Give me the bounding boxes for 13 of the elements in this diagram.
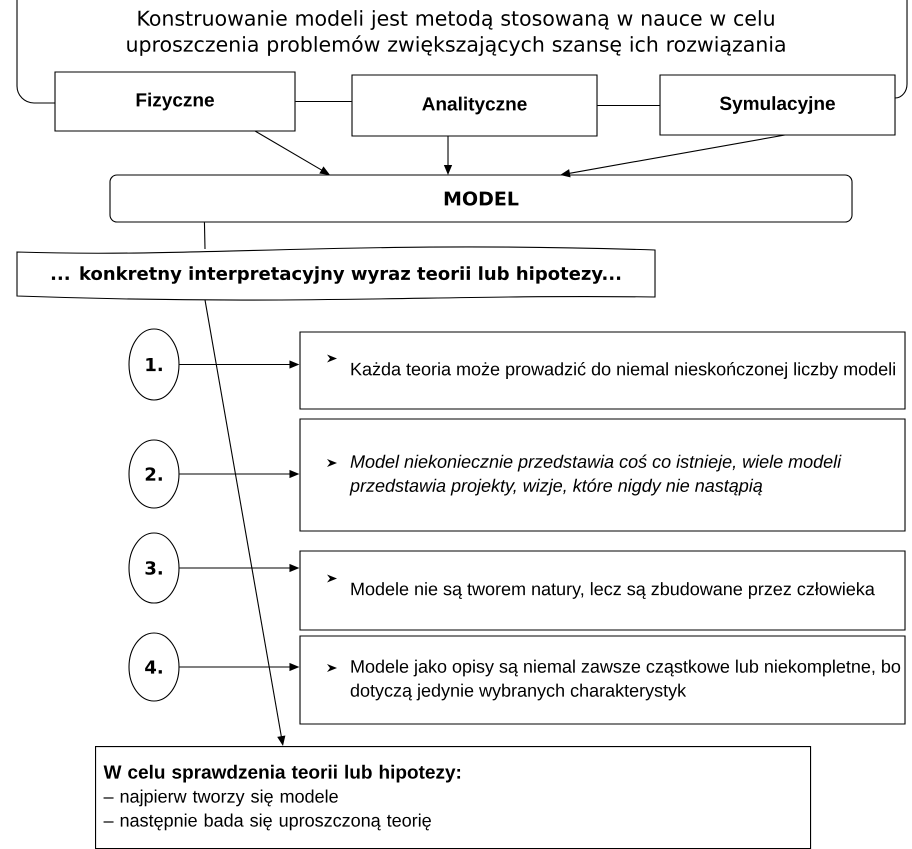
text-box: Modele nie są tworem natury, lecz są zbudowane przez człowieka [299, 550, 906, 631]
category-box: Analityczne [351, 74, 598, 137]
text-box: Model niekoniecznie przedstawia coś co istnieje, wiele modeli przedstawia projekty, wizje, które nigdy nie nastąpią [299, 418, 906, 532]
text-box: W celu sprawdzenia teorii lub hipotezy: – najpierw tworzy się modele – następnie bada się uproszczoną teorię [95, 746, 812, 849]
text-box: Każda teoria może prowadzić do niemal nieskończonej liczby modeli [299, 331, 906, 410]
banner-box: ... konkretny interpretacyjny wyraz teorii lub hipotezy... [16, 246, 656, 301]
category-box: Fizyczne [54, 71, 296, 132]
text-box: Modele jako opisy są niemal zawsze cząstkowe lub niekompletne, bo dotyczą jedynie wybranych charakterystyk [299, 635, 906, 725]
rounded-box: MODEL [109, 174, 853, 223]
category-box: Symulacyjne [659, 74, 896, 136]
connector-line [204, 222, 206, 250]
connector-line [296, 100, 352, 102]
connector-line [598, 104, 660, 106]
